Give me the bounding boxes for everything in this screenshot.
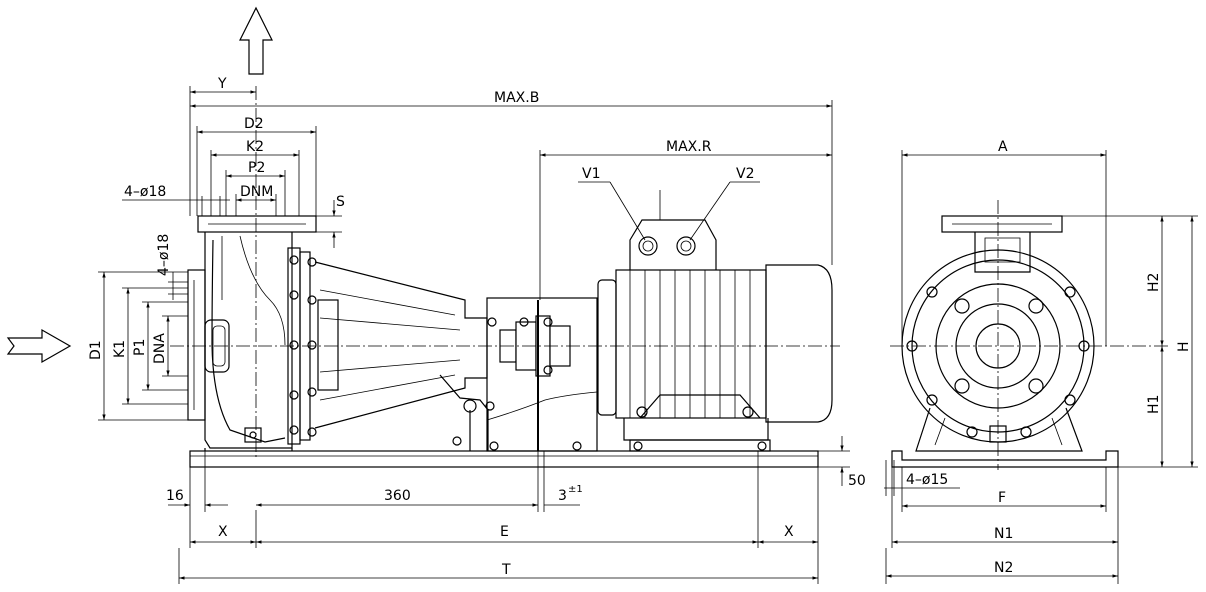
dim-n2: N2 bbox=[885, 548, 1118, 584]
dim-dna: DNA bbox=[152, 315, 188, 377]
dim-d1: D1 bbox=[88, 271, 188, 421]
coupling bbox=[486, 297, 598, 452]
front-view bbox=[891, 215, 1119, 468]
dim-16: 16 bbox=[166, 451, 228, 548]
suction-flow-arrow bbox=[6, 328, 72, 364]
dim-h: H2 H H1 bbox=[1062, 215, 1198, 468]
dim-t: T bbox=[178, 548, 818, 584]
front-flange-bolts bbox=[906, 286, 1090, 438]
dim-holes-top: 4–ø18 bbox=[122, 184, 230, 216]
label-h: H bbox=[1176, 341, 1192, 352]
label-max-r: MAX.R bbox=[666, 139, 712, 155]
label-t: T bbox=[501, 562, 511, 578]
label-p1: P1 bbox=[132, 339, 148, 356]
dim-360: 360 bbox=[256, 451, 539, 512]
dim-n1: N1 bbox=[891, 467, 1119, 584]
label-dna: DNA bbox=[152, 333, 168, 364]
label-d2: D2 bbox=[244, 116, 264, 132]
motor bbox=[597, 190, 833, 452]
dim-d2: D2 bbox=[196, 116, 317, 216]
dim-p2: P2 bbox=[225, 160, 286, 216]
label-holes-top: 4–ø18 bbox=[124, 184, 166, 200]
label-dnm: DNM bbox=[240, 184, 273, 200]
dim-dnm: DNM bbox=[235, 184, 277, 216]
label-p2: P2 bbox=[248, 160, 265, 176]
label-a: A bbox=[998, 139, 1008, 155]
label-f: F bbox=[998, 490, 1006, 506]
label-e: E bbox=[500, 524, 509, 540]
motor-fins bbox=[629, 270, 751, 418]
label-v1: V1 bbox=[582, 166, 600, 182]
label-16: 16 bbox=[166, 488, 184, 504]
dim-50: 50 bbox=[818, 436, 866, 489]
label-k1: K1 bbox=[112, 340, 128, 358]
pump-casing bbox=[187, 215, 317, 451]
label-3-tol: ±1 bbox=[568, 484, 583, 495]
dim-max-b: MAX.B bbox=[190, 90, 833, 265]
label-x-left: X bbox=[218, 524, 228, 540]
dim-p1: P1 bbox=[132, 301, 188, 391]
dim-base-holes: 4–ø15 bbox=[884, 460, 960, 496]
label-h2: H2 bbox=[1146, 273, 1162, 292]
label-d1: D1 bbox=[88, 340, 104, 360]
dim-holes-side: 4–ø18 bbox=[156, 234, 188, 300]
leader-v2: V2 bbox=[689, 166, 760, 241]
label-n1: N1 bbox=[994, 526, 1013, 542]
label-h1: H1 bbox=[1146, 395, 1162, 414]
label-y: Y bbox=[217, 76, 227, 92]
label-max-b: MAX.B bbox=[494, 90, 539, 106]
dim-x-e-x: X E X bbox=[190, 451, 819, 584]
label-s: S bbox=[336, 194, 345, 210]
discharge-flow-arrow bbox=[239, 6, 273, 75]
label-base-holes: 4–ø15 bbox=[906, 472, 948, 488]
dim-s: S bbox=[316, 194, 345, 248]
dim-k2: K2 bbox=[210, 139, 300, 216]
dim-k1: K1 bbox=[112, 287, 188, 405]
label-n2: N2 bbox=[994, 560, 1013, 576]
dim-f: F bbox=[901, 467, 1107, 512]
dim-a: A bbox=[901, 139, 1107, 346]
dim-max-r: MAX.R bbox=[539, 139, 832, 300]
label-holes-side: 4–ø18 bbox=[156, 234, 172, 276]
baseplate bbox=[189, 450, 819, 468]
label-360: 360 bbox=[384, 488, 411, 504]
bearing-bracket bbox=[314, 261, 499, 451]
label-3: 3 bbox=[558, 488, 567, 504]
label-k2: K2 bbox=[246, 139, 264, 155]
label-v2: V2 bbox=[736, 166, 754, 182]
label-x-right: X bbox=[784, 524, 794, 540]
label-50: 50 bbox=[848, 473, 866, 489]
leader-v1: V1 bbox=[578, 166, 646, 241]
dim-3: 3 ±1 bbox=[543, 451, 583, 512]
